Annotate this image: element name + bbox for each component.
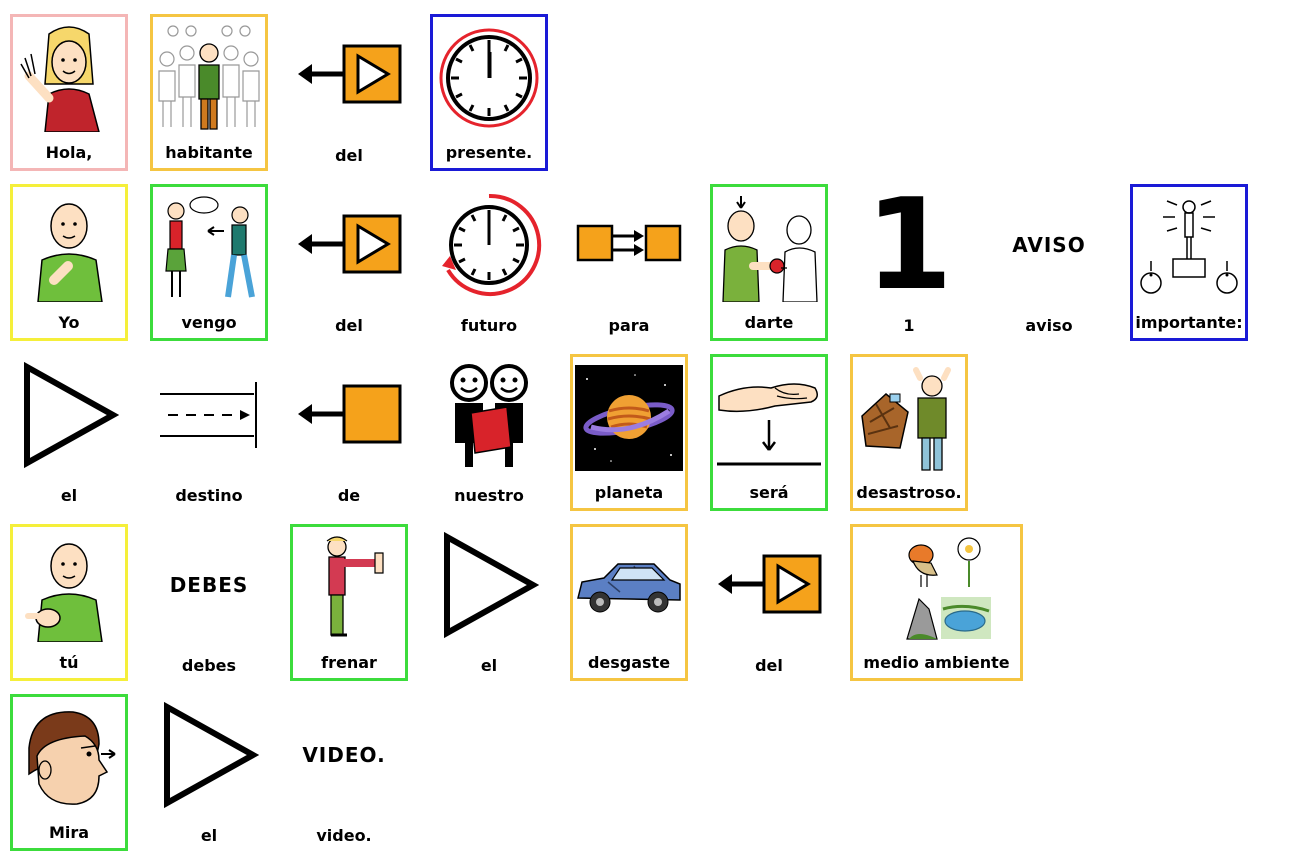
pointing-you-man-icon [13,533,125,643]
symbol-label: para [608,316,650,335]
symbol-card-tu: tú [10,524,128,681]
symbol-card-vengo: vengo [150,184,268,341]
symbol-label: el [60,486,78,505]
symbol-card-medio-ambiente: medio ambiente [850,524,1023,681]
article-triangle-icon [430,530,548,640]
destination-lines-icon [150,360,268,470]
symbol-card-nuestro: nuestro [430,354,548,511]
symbol-card-darte: darte [710,184,828,341]
symbol-label: el [200,826,218,845]
will-be-hand-icon [713,363,825,473]
symbol-label: frenar [321,653,377,672]
symbol-card-el: el [10,354,128,511]
symbol-card-del: del [710,524,828,681]
text-word-icon: DEBES [169,573,249,597]
arrow-from-box-icon [290,360,408,470]
symbol-label: el [480,656,498,675]
symbol-label: presente. [445,143,533,162]
symbol-label: darte [744,313,794,332]
symbol-label: será [749,483,789,502]
symbol-label: video. [316,826,372,845]
text-word-icon: VIDEO. [302,743,386,767]
symbol-label: del [755,656,783,675]
giving-ball-icon [713,193,825,303]
symbol-card-video: VIDEO. video. [285,694,403,851]
number-one-icon: 1 [865,171,953,318]
symbol-label: futuro [460,316,518,335]
symbol-card-de: de [290,354,408,511]
symbol-label: aviso [1025,316,1073,335]
clock-future-icon [430,190,548,300]
stop-gesture-icon [293,533,405,643]
symbol-card-planeta: planeta [570,354,688,511]
symbol-label: importante: [1135,313,1243,332]
symbol-label: de [337,486,361,505]
arrow-from-play-icon [710,530,828,640]
symbol-label: Mira [48,823,90,842]
text-word-icon: AVISO [1012,233,1086,257]
symbol-card-hola: Hola, [10,14,128,171]
damaged-car-icon [573,533,685,643]
symbol-card-yo: Yo [10,184,128,341]
symbol-card-1: 1 1 [850,171,968,341]
symbol-label: desastroso. [856,483,962,502]
coming-people-icon [153,193,265,303]
symbol-label: Yo [58,313,80,332]
symbol-label: debes [181,656,237,675]
symbol-card-frenar: frenar [290,524,408,681]
article-triangle-icon [150,700,268,810]
symbol-label: destino [175,486,243,505]
symbol-label: planeta [594,483,664,502]
disaster-icon [853,363,965,473]
symbol-label: desgaste [587,653,671,672]
symbol-card-mira: Mira [10,694,128,851]
symbol-label: nuestro [454,486,524,505]
looking-face-icon [13,703,125,813]
symbol-card-desgaste: desgaste [570,524,688,681]
symbol-card-desastroso: desastroso. [850,354,968,511]
symbol-card-habitante: habitante [150,14,268,171]
symbol-card-el: el [150,694,268,851]
symbol-card-aviso: AVISO aviso [990,184,1108,341]
symbol-card-para: para [570,184,688,341]
inhabitant-crowd-icon [153,23,265,133]
for-boxes-icon [570,190,688,300]
symbol-card-el: el [430,524,548,681]
our-people-icon [430,360,548,470]
environment-icon [853,533,1020,643]
clock-present-icon [433,23,545,133]
symbol-card-del: del [290,184,408,341]
symbol-card-presente: presente. [430,14,548,171]
symbol-card-destino: destino [150,354,268,511]
planet-icon [573,363,685,473]
symbol-label: tú [59,653,79,672]
arrow-from-play-icon [290,20,408,130]
symbol-label: Hola, [45,143,93,162]
symbol-label: del [335,146,363,165]
important-person-icon [1133,193,1245,303]
symbol-label: vengo [181,313,237,332]
symbol-card-futuro: futuro [430,184,548,341]
self-pointing-man-icon [13,193,125,303]
symbol-label: medio ambiente [863,653,1010,672]
symbol-label: 1 [903,316,915,335]
symbol-card-sera: será [710,354,828,511]
arrow-from-play-icon [290,190,408,300]
symbol-label: del [335,316,363,335]
waving-girl-icon [13,23,125,133]
symbol-label: habitante [165,143,253,162]
article-triangle-icon [10,360,128,470]
symbol-card-debes: DEBES debes [150,524,268,681]
symbol-card-importante: importante: [1130,184,1248,341]
symbol-card-del: del [290,14,408,171]
